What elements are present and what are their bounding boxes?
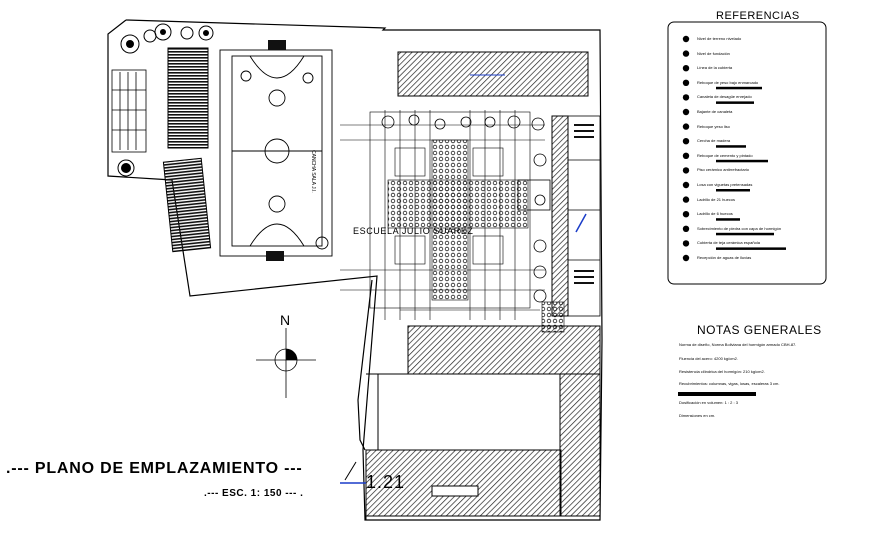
bottom-yard-band xyxy=(365,449,562,517)
legend-bar-4 xyxy=(716,101,754,104)
left-building xyxy=(111,69,147,153)
legend-symbol-0 xyxy=(682,35,690,43)
legend-symbols xyxy=(682,35,786,262)
court-label: CANCHA SALA J.I. xyxy=(310,150,316,193)
note-item: Norma de diseño, Norma Boliviana del hor… xyxy=(679,342,797,347)
right-block xyxy=(567,115,601,317)
court-goal-bottom xyxy=(266,251,284,261)
note-redacted-bar xyxy=(678,392,756,396)
legend-bar-14 xyxy=(716,247,786,250)
legend-symbol-15 xyxy=(682,254,690,262)
note-item: Resistencia cilíndrica del hormigón: 210… xyxy=(679,369,765,374)
legend-symbol-3 xyxy=(682,79,690,87)
legend-bar-7 xyxy=(716,145,746,148)
legend-item: Canaleta de desagüe enrejado xyxy=(697,94,752,100)
school-label: ESCUELA JULIO SUAREZ xyxy=(353,226,474,236)
legend-symbol-10 xyxy=(682,181,690,189)
paved-courtyard-wing xyxy=(387,179,529,229)
legend-item: Bajante de canaleta xyxy=(697,109,733,114)
bottom-yard-mark xyxy=(431,485,479,497)
legend-symbol-12 xyxy=(682,211,690,218)
note-item: Recubrimientos: columnas, vigas, losas, … xyxy=(679,381,780,386)
bottom-yard-side xyxy=(559,373,601,517)
legend-symbol-7 xyxy=(682,138,690,145)
note-item: Dosificación en volumen: 1 : 2 : 3 xyxy=(679,400,738,405)
bottom-building-hatched xyxy=(407,325,601,375)
notes-title: NOTAS GENERALES xyxy=(697,323,822,337)
legend-item: Reboque yeso liso xyxy=(697,123,730,129)
north-arrow xyxy=(256,328,316,398)
legend-item: Nivel de terreno nivelado xyxy=(697,36,742,41)
legend-symbol-2 xyxy=(682,65,690,72)
legend-bar-3 xyxy=(716,86,762,90)
legend-item: Sobrecimiento de piedra con capa de horm… xyxy=(697,225,782,231)
detail-number: 1.21 xyxy=(366,472,406,492)
legend-symbol-14 xyxy=(682,240,690,247)
plan-scale: .--- ESC. 1: 150 --- . xyxy=(204,488,304,499)
legend-bar-13 xyxy=(716,232,774,236)
stair-core xyxy=(517,179,551,211)
legend-symbol-11 xyxy=(682,196,690,203)
legend-title: REFERENCIAS xyxy=(716,10,800,22)
plan-title: .--- PLANO DE EMPLAZAMIENTO --- xyxy=(6,460,303,477)
legend-symbol-6 xyxy=(682,123,690,130)
legend-item: Nivel de fundación xyxy=(697,50,730,56)
legend-symbol-1 xyxy=(682,50,690,57)
legend-item: Ladrillo de 21 huecos xyxy=(697,196,736,202)
legend-item: Cubierta de teja cerámica española xyxy=(697,240,760,246)
accent-marker xyxy=(575,213,587,233)
legend-symbol-13 xyxy=(682,225,690,232)
top-building-hatched xyxy=(397,51,589,97)
tree-group-left xyxy=(117,23,214,177)
detail-callout-line xyxy=(344,461,357,481)
north-label: N xyxy=(280,312,291,328)
legend-symbol-5 xyxy=(682,108,690,116)
bleachers-top xyxy=(167,47,209,149)
right-block-hatched xyxy=(551,115,569,317)
legend-symbol-9 xyxy=(682,167,690,174)
legend-bar-10 xyxy=(716,189,750,192)
legend-item: Reboque de yeso bajo enmarcado xyxy=(697,79,759,85)
legend-bar-12 xyxy=(716,218,740,221)
legend-box xyxy=(667,21,827,285)
tree-group-courtyard xyxy=(381,114,547,303)
bleachers-bottom xyxy=(162,157,212,253)
site-boundary xyxy=(107,19,603,521)
legend-symbol-8 xyxy=(682,152,690,159)
note-item: Fluencia del acero: 4200 kg/cm2. xyxy=(679,356,738,361)
legend-item: Reboque de cemento y pintado xyxy=(697,152,753,158)
legend-symbol-4 xyxy=(682,94,690,101)
legend-item: Cercha de madera xyxy=(697,138,731,144)
legend-item: Piso cerámico antirrefractario xyxy=(697,167,750,173)
legend-item: Recepción de aguas de lluvias xyxy=(697,255,752,260)
north-arrow-fill xyxy=(286,349,297,360)
note-item: Dimensiones en cm. xyxy=(679,413,716,418)
legend-item: Línea de la cubierta xyxy=(697,65,733,71)
right-block-stairs xyxy=(574,124,594,284)
legend-item: Ladrillo de 6 huecos xyxy=(697,211,733,217)
tree-canopy-fill xyxy=(121,29,209,173)
court-goal-top xyxy=(268,40,286,50)
legend-item: Losa con viguetas pretensadas xyxy=(697,182,753,187)
legend-bar-8 xyxy=(716,159,768,163)
